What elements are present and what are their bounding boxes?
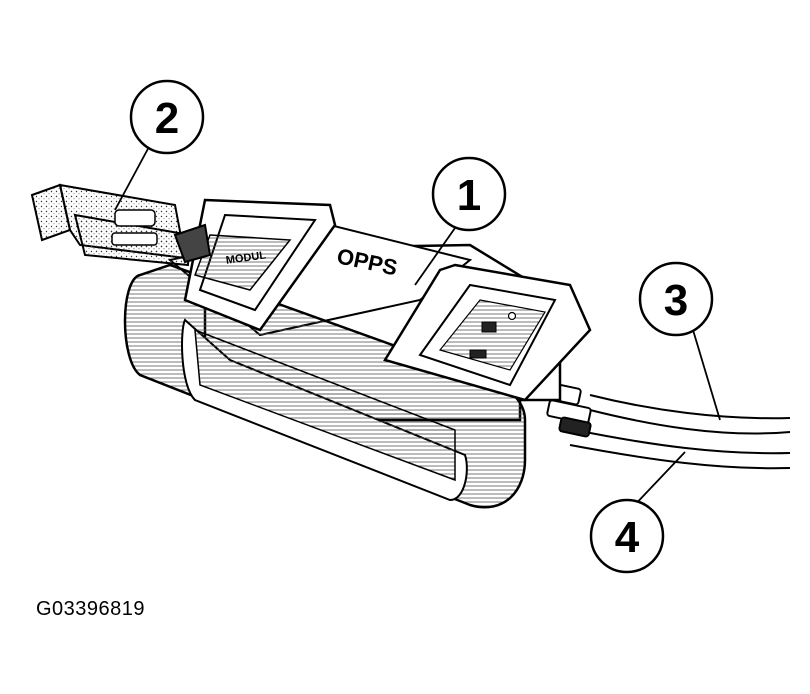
callout-3-number: 3: [664, 276, 688, 325]
figure-id: G03396819: [36, 598, 146, 620]
leader-lines: [114, 144, 721, 511]
module-plug: [30, 183, 212, 267]
callout-4: 4: [589, 498, 665, 574]
module-label: MODUL: [225, 249, 267, 267]
callout-4-number: 4: [615, 513, 640, 562]
callout-1: 1: [431, 156, 507, 232]
cable-4: [569, 429, 791, 470]
cable-3: [589, 394, 791, 435]
callout-2: 2: [129, 79, 205, 155]
callout-3: 3: [638, 261, 714, 337]
left-end-frame: [183, 198, 337, 332]
right-end-frame: [383, 263, 592, 402]
callout-2-number: 2: [155, 94, 179, 143]
callout-1-number: 1: [457, 171, 481, 220]
